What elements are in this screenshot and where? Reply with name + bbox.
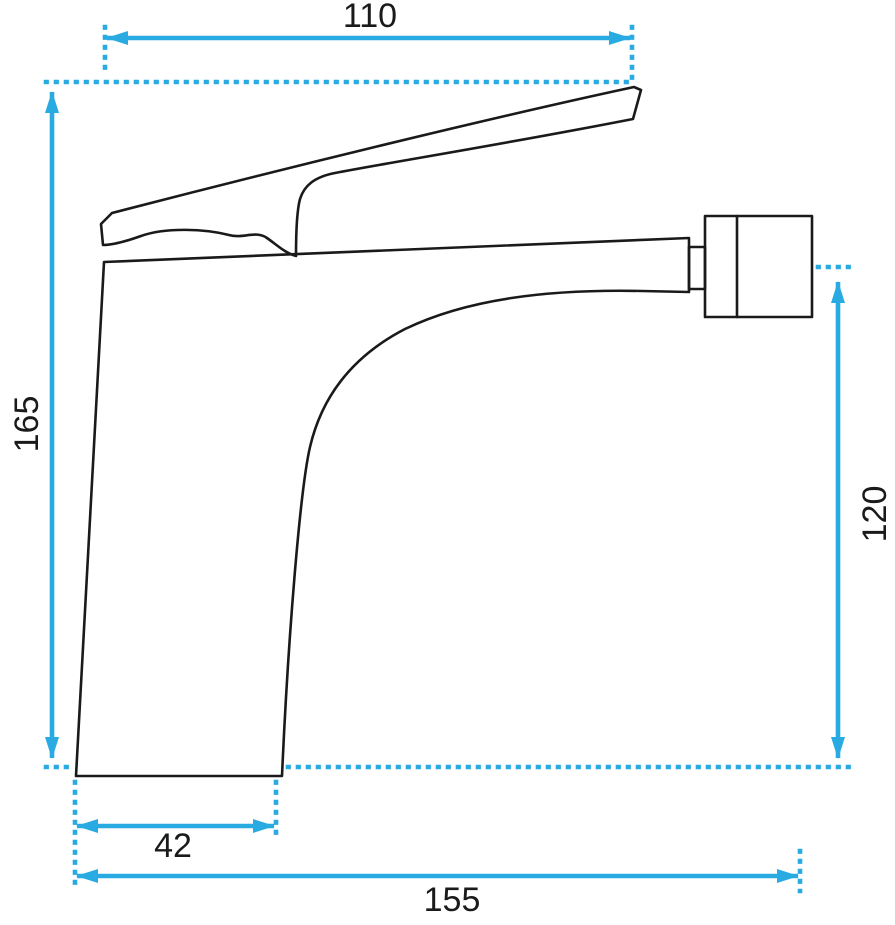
faucet-handle (99, 85, 643, 258)
dimension-label-base-width: 42 (154, 827, 192, 865)
dimension-label-overall-height: 165 (8, 396, 46, 453)
dimension-base-width: 42 (72, 779, 279, 891)
dimension-label-outlet-height: 120 (856, 486, 894, 543)
dimension-label-overall-length: 155 (424, 881, 481, 919)
dimension-label-top-width: 110 (343, 0, 397, 35)
faucet-body (74, 236, 691, 778)
dimension-outlet-height: 120 (285, 264, 894, 770)
dimension-overall-length: 155 (76, 848, 803, 919)
faucet-outline (74, 85, 814, 778)
spout-head (703, 214, 814, 319)
spout-connector (687, 245, 707, 291)
dimension-top-width: 110 (102, 0, 635, 82)
dimension-overall-height: 165 (8, 79, 630, 770)
